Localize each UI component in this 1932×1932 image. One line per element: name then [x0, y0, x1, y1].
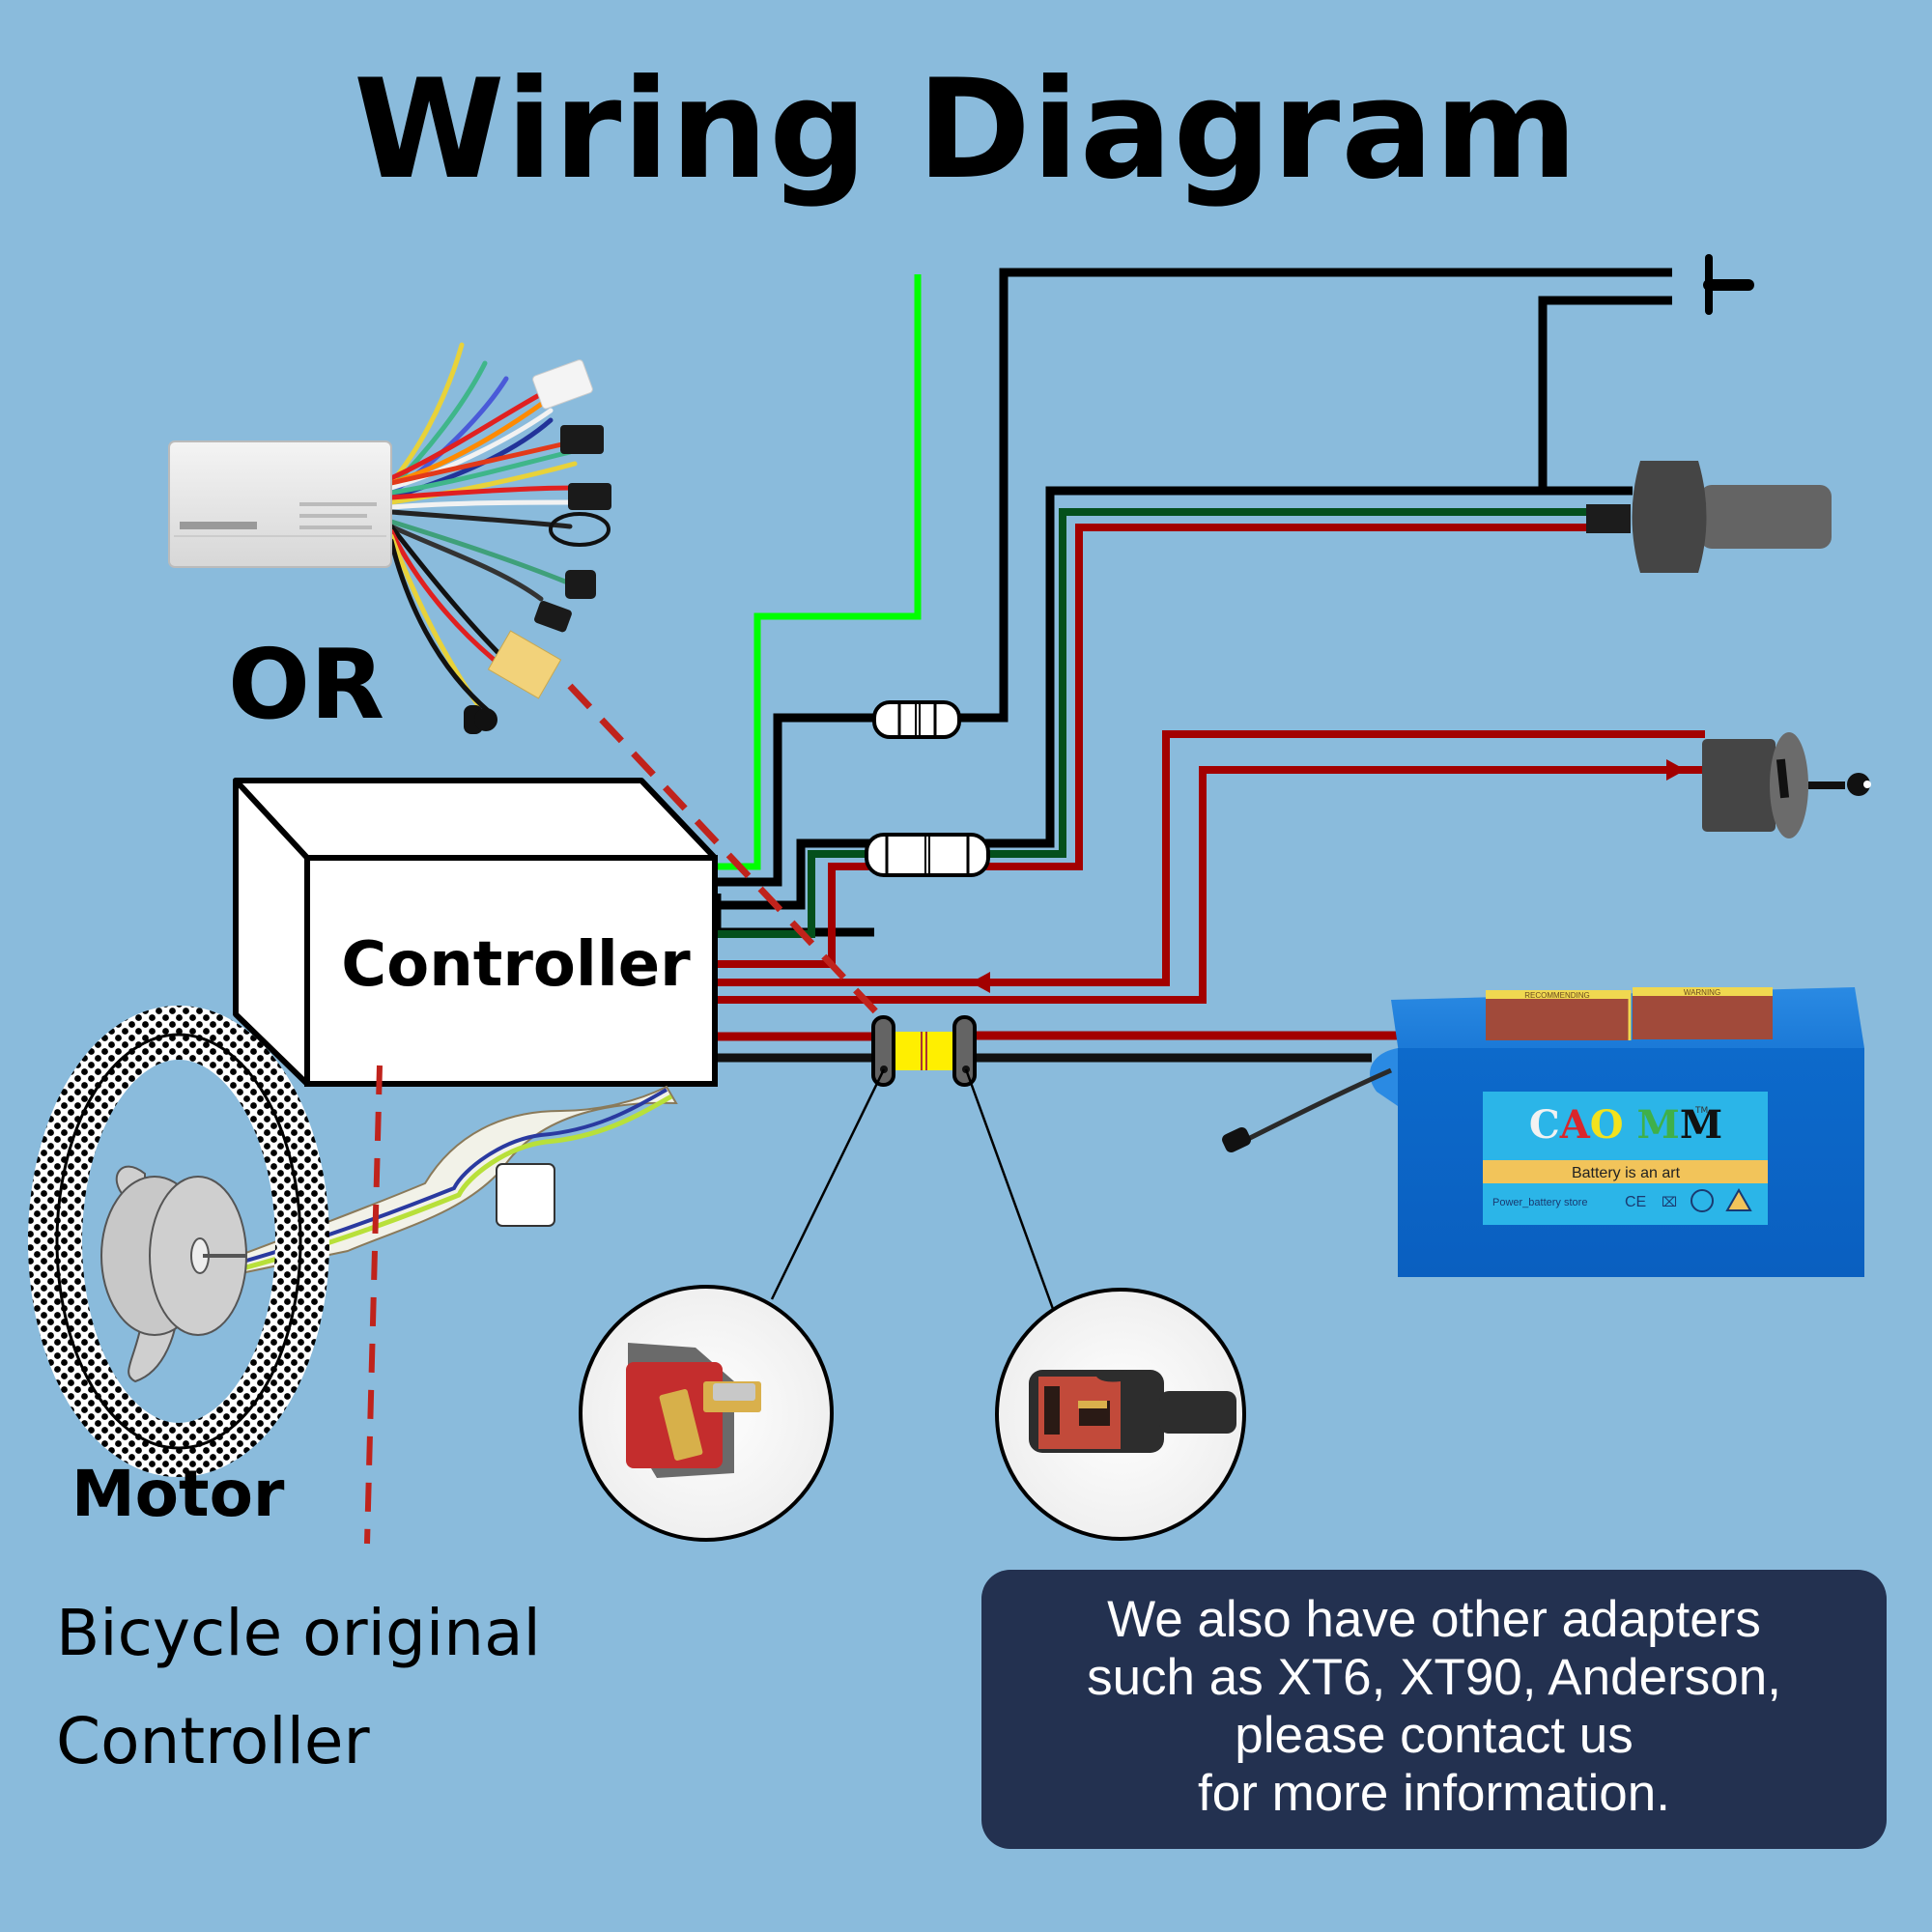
recycle-icon [1690, 1189, 1714, 1212]
controller-label: Controller [341, 929, 691, 1001]
leader-line-male [770, 1068, 886, 1300]
page-title: Wiring Diagram [353, 50, 1578, 210]
brand-letter: M [1637, 1102, 1680, 1148]
alt-controller-wires [388, 342, 578, 718]
svg-text:RECOMMENDING: RECOMMENDING [1524, 991, 1590, 1000]
bicycle-original-line2: Controller [56, 1704, 370, 1778]
arrow-to-key [1666, 759, 1686, 781]
dashed-link-original-controller [364, 1065, 383, 1545]
or-label: OR [228, 628, 385, 741]
brand-letter [1624, 1102, 1637, 1148]
main-power-wires [715, 1031, 1401, 1063]
battery-brand: CAO MM [1529, 1102, 1722, 1148]
brake-wire-b [1538, 296, 1672, 489]
motor-icon[interactable] [28, 1006, 678, 1477]
battery-charge-lead [1244, 1067, 1393, 1143]
speed-sensor-wire [715, 274, 922, 870]
brake-wire-a-lower [715, 713, 874, 887]
info-line: please contact us [1235, 1707, 1634, 1764]
brand-letter: C [1529, 1102, 1560, 1148]
throttle-wire-red [715, 863, 874, 968]
dashed-link-alt-controller [567, 683, 884, 1020]
motor-label: Motor [71, 1457, 285, 1531]
leader-line-female [964, 1068, 1055, 1310]
flammable-warning-icon [1725, 1187, 1752, 1211]
charge-port-icon [1222, 1126, 1251, 1153]
adapters-info-box: We also have other adapters such as XT6,… [981, 1570, 1887, 1849]
alt-controller-photo [168, 342, 611, 734]
throttle-wire-green-upper [985, 508, 1589, 858]
controller-box[interactable]: Controller [233, 778, 718, 1087]
battery-store: Power_battery store [1492, 1197, 1587, 1208]
arrow-to-controller [971, 972, 990, 993]
brake-wires [712, 268, 1672, 937]
brake-wire-a-upper [959, 268, 1672, 723]
throttle-wire-green [715, 850, 874, 938]
bicycle-original-controller-label: Bicycle original Controller [56, 1579, 541, 1796]
battery-pack[interactable]: RECOMMENDING WARNING CAO MM TM Battery i… [1220, 987, 1864, 1277]
throttle-wires [715, 486, 1633, 968]
throttle-wire-black [715, 838, 874, 910]
throttle-wire-black-upper [985, 486, 1633, 848]
brand-letter: M [1680, 1102, 1722, 1148]
svg-text:WARNING: WARNING [1684, 988, 1720, 997]
key-switch-wires [715, 730, 1705, 1004]
main-t-connector[interactable] [871, 1015, 977, 1087]
key-icon [1847, 773, 1870, 796]
recycle-bin-icon: ⌧ [1662, 1195, 1677, 1210]
ce-mark-icon: CE [1625, 1194, 1646, 1210]
brake-lever-icon[interactable] [1703, 254, 1754, 315]
battery-slogan: Battery is an art [1572, 1165, 1681, 1181]
brand-letter: A [1559, 1102, 1591, 1148]
info-line: We also have other adapters [1107, 1591, 1761, 1648]
key-switch-icon[interactable] [1702, 732, 1871, 838]
bicycle-original-line1: Bicycle original [56, 1596, 541, 1670]
info-line: such as XT6, XT90, Anderson, [1087, 1649, 1781, 1706]
throttle-wire-red-upper [985, 524, 1589, 870]
key-wire-2 [715, 766, 1705, 1004]
t-plug-male-photo [579, 1285, 834, 1542]
brand-letter: O [1590, 1102, 1624, 1148]
info-line: for more information. [1198, 1765, 1670, 1822]
battery-brand-label [1483, 1092, 1768, 1225]
brake-inline-connector[interactable] [872, 700, 961, 739]
throttle-inline-connector[interactable] [865, 833, 990, 877]
t-plug-female-photo [995, 1288, 1246, 1541]
battery-trademark: TM [1694, 1106, 1708, 1116]
throttle-grip-icon[interactable] [1586, 461, 1832, 573]
key-wire-1 [715, 730, 1705, 986]
